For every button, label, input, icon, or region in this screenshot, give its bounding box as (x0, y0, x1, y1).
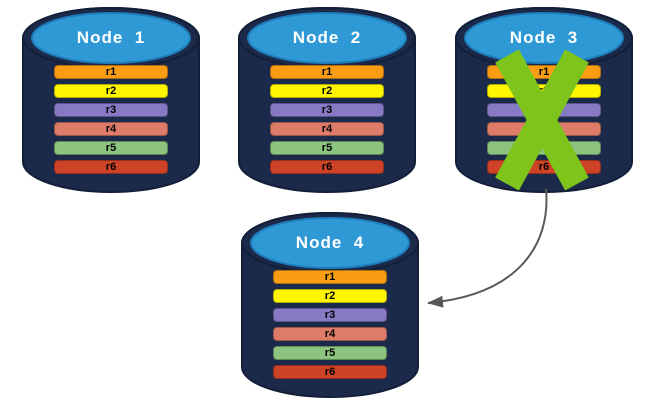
replica-row-r1: r1 (273, 270, 387, 284)
replica-row-r1: r1 (270, 65, 384, 79)
replica-row-r1: r1 (54, 65, 168, 79)
replica-row-r3: r3 (273, 308, 387, 322)
node-title: Node 1 (76, 28, 146, 47)
replica-row-r6: r6 (270, 160, 384, 174)
replica-row-r2: r2 (273, 289, 387, 303)
x-mark-icon (495, 49, 589, 191)
replica-row-r6: r6 (273, 365, 387, 379)
db-node-1: Node 1 r1 r2 r3 r4 r5 r6 (22, 7, 200, 195)
replica-rows: r1 r2 r3 r4 r5 r6 (273, 270, 387, 384)
replica-row-r3: r3 (270, 103, 384, 117)
replica-row-r4: r4 (273, 327, 387, 341)
replica-row-r2: r2 (54, 84, 168, 98)
replica-row-r5: r5 (270, 141, 384, 155)
replica-row-r3: r3 (54, 103, 168, 117)
node-title: Node 4 (295, 233, 365, 252)
replica-row-r5: r5 (54, 141, 168, 155)
replica-row-r4: r4 (54, 122, 168, 136)
replica-row-r2: r2 (270, 84, 384, 98)
replica-row-r6: r6 (54, 160, 168, 174)
replica-rows: r1 r2 r3 r4 r5 r6 (270, 65, 384, 179)
replica-row-r5: r5 (273, 346, 387, 360)
node-title: Node 3 (509, 28, 579, 47)
db-node-2: Node 2 r1 r2 r3 r4 r5 r6 (238, 7, 416, 195)
replica-row-r4: r4 (270, 122, 384, 136)
db-node-4: Node 4 r1 r2 r3 r4 r5 r6 (241, 212, 419, 400)
node-title: Node 2 (292, 28, 362, 47)
replica-rows: r1 r2 r3 r4 r5 r6 (54, 65, 168, 179)
